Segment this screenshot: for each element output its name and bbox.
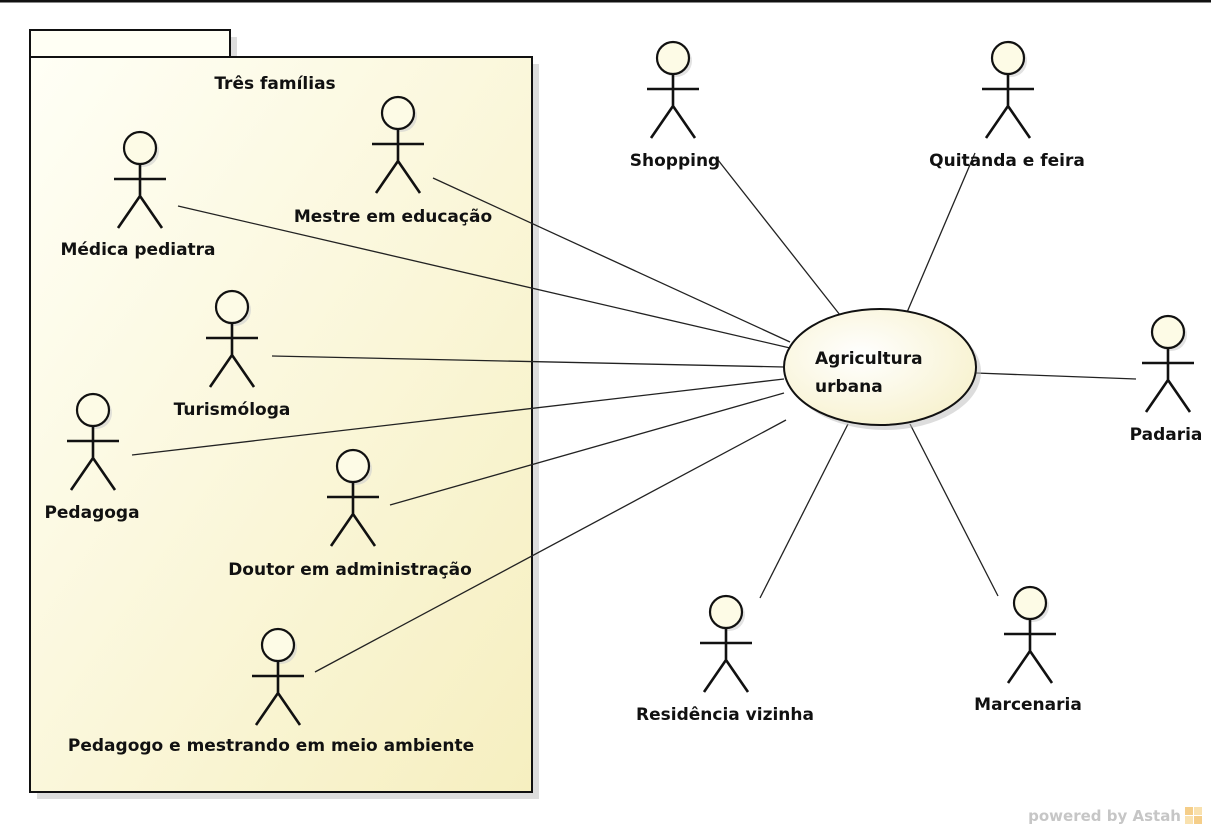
- actor-body-icon: [252, 661, 304, 726]
- actor-head-icon: [75, 392, 111, 428]
- package-title: Três famílias: [214, 74, 335, 94]
- actor-head-icon: [708, 594, 744, 630]
- use-case-agricultura-urbana[interactable]: Agricultura urbana: [783, 308, 981, 430]
- label-quitanda-e-feira: Quitanda e feira: [929, 151, 1085, 171]
- label-shopping: Shopping: [630, 151, 720, 171]
- label-doutor-em-administracao: Doutor em administração: [228, 560, 472, 580]
- actor-doutor[interactable]: [327, 448, 379, 547]
- label-padaria: Padaria: [1130, 425, 1203, 445]
- association-line-doutor: [389, 392, 785, 506]
- actor-labels: Médica pediatra Mestre em educação Turis…: [44, 151, 1202, 756]
- actor-residencia[interactable]: [700, 594, 752, 693]
- use-case-ellipse: [783, 308, 977, 426]
- label-turismologa: Turismóloga: [174, 400, 291, 420]
- actor-head-icon: [214, 289, 250, 325]
- actor-body-icon: [114, 164, 166, 229]
- label-marcenaria: Marcenaria: [974, 695, 1082, 715]
- actor-body-icon: [1142, 348, 1194, 413]
- associations: [131, 152, 1137, 673]
- association-line-quitanda: [904, 152, 976, 318]
- actor-body-icon: [982, 74, 1034, 139]
- package-tres-familias[interactable]: Três famílias: [29, 29, 539, 799]
- label-medica-pediatra: Médica pediatra: [60, 240, 215, 260]
- actor-turismologa[interactable]: [206, 289, 258, 388]
- label-pedagoga: Pedagoga: [44, 503, 139, 523]
- actor-body-icon: [700, 628, 752, 693]
- actor-marcenaria[interactable]: [1004, 585, 1056, 684]
- actor-head-icon: [1150, 314, 1186, 350]
- actor-body-icon: [67, 426, 119, 491]
- actor-head-icon: [380, 95, 416, 131]
- astah-logo-icon: [1185, 807, 1202, 824]
- association-line-padaria: [975, 372, 1137, 380]
- actor-medica[interactable]: [114, 130, 166, 229]
- actor-body-icon: [372, 129, 424, 194]
- package-body: [29, 56, 533, 793]
- label-residencia-vizinha: Residência vizinha: [636, 705, 814, 725]
- label-pedagogo-mestrando: Pedagogo e mestrando em meio ambiente: [68, 736, 474, 756]
- actor-padaria[interactable]: [1142, 314, 1194, 413]
- actor-head-icon: [335, 448, 371, 484]
- actor-shopping[interactable]: [647, 40, 699, 139]
- use-case-label-line2: urbana: [815, 377, 883, 397]
- association-line-pedagogo: [314, 419, 787, 673]
- association-line-marcenaria: [909, 423, 999, 597]
- actor-body-icon: [647, 74, 699, 139]
- actor-body-icon: [206, 323, 258, 388]
- actor-body-icon: [1004, 619, 1056, 684]
- association-line-shopping: [717, 159, 841, 316]
- actor-body-icon: [327, 482, 379, 547]
- use-case-label-line1: Agricultura: [815, 349, 923, 369]
- actor-pedagogo[interactable]: [252, 627, 304, 726]
- actor-head-icon: [655, 40, 691, 76]
- actor-quitanda[interactable]: [982, 40, 1034, 139]
- actor-head-icon: [1012, 585, 1048, 621]
- association-line-turismologa: [271, 355, 785, 368]
- association-line-residencia: [759, 423, 849, 599]
- actor-mestre[interactable]: [372, 95, 424, 194]
- watermark-text: powered by Astah: [1028, 807, 1181, 825]
- association-line-pedagoga: [131, 378, 785, 456]
- association-line-mestre: [432, 177, 791, 343]
- package-tab: [29, 29, 231, 58]
- actors: [67, 40, 1194, 726]
- actor-head-icon: [990, 40, 1026, 76]
- association-line-medica: [177, 205, 791, 349]
- actor-head-icon: [260, 627, 296, 663]
- watermark: powered by Astah: [1028, 807, 1201, 825]
- actor-pedagoga[interactable]: [67, 392, 119, 491]
- label-mestre-em-educacao: Mestre em educação: [294, 207, 492, 227]
- actor-head-icon: [122, 130, 158, 166]
